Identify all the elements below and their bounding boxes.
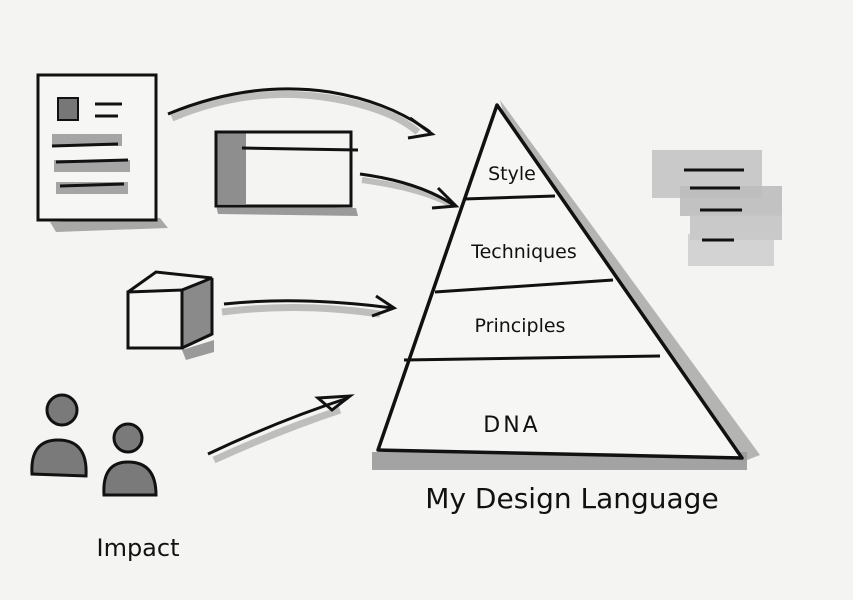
arrow-window-to-style [359, 172, 460, 210]
arrow-document-to-style [167, 87, 436, 140]
cube-icon [126, 270, 214, 360]
impact-label: Impact [96, 534, 179, 562]
document-icon [36, 73, 168, 232]
notes-icon [652, 150, 782, 266]
arrow-cube-to-principles [221, 294, 398, 318]
pyramid-label-style: Style [488, 163, 536, 185]
pyramid [372, 100, 760, 470]
people-icon [30, 393, 158, 497]
arrow-people-to-dna [207, 394, 355, 464]
pyramid-label-techniques: Techniques [470, 241, 577, 263]
caption: My Design Language [425, 482, 718, 515]
pyramid-label-dna: DNA [483, 413, 540, 438]
pyramid-label-principles: Principles [475, 315, 566, 337]
window-icon [214, 130, 359, 216]
